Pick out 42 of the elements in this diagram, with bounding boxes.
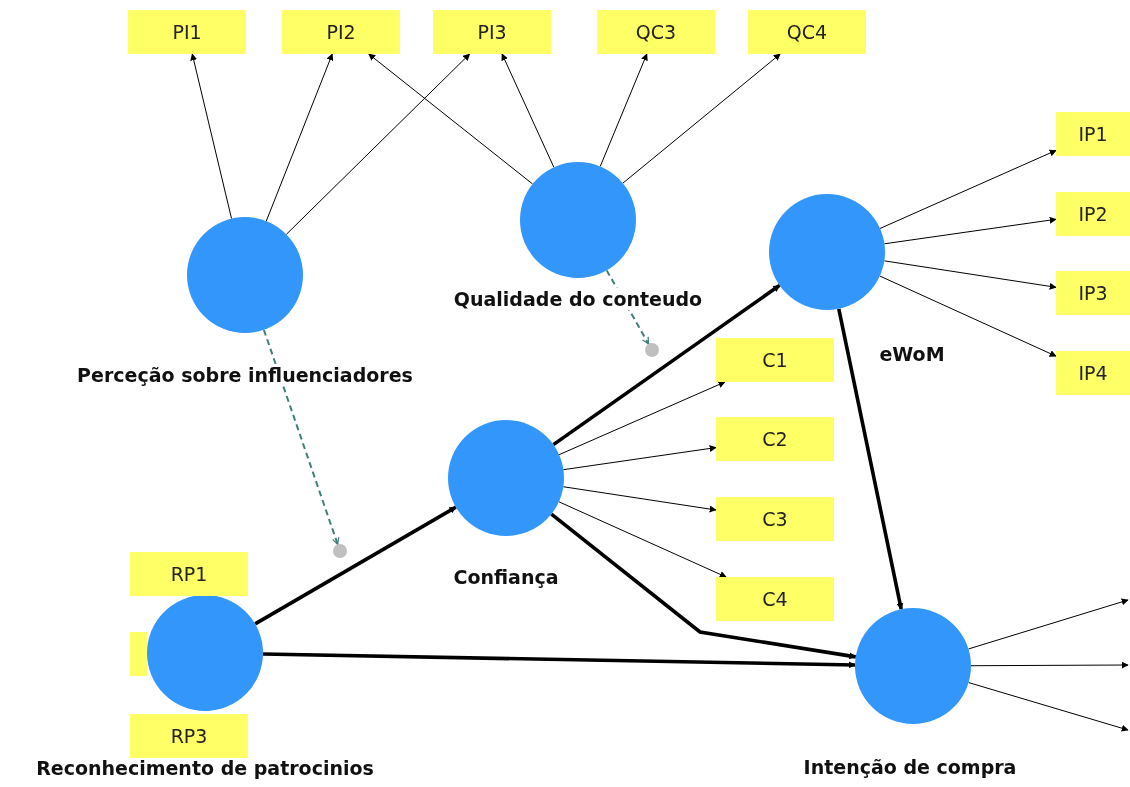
arrow	[501, 53, 555, 168]
construct-label: Qualidade do conteudo	[451, 288, 705, 310]
indicator-box: IP4	[1056, 351, 1130, 395]
arrow	[837, 308, 904, 610]
indicator-box: C2	[716, 417, 834, 461]
indicator-box: QC4	[748, 10, 866, 54]
arrow	[622, 53, 781, 184]
arrow	[967, 598, 1129, 650]
dashed-arrow	[262, 328, 340, 546]
indicator-box: IP1	[1056, 112, 1130, 156]
arrow	[368, 53, 534, 185]
arrow	[879, 149, 1057, 229]
indicator-box: C1	[716, 338, 834, 382]
arrow	[599, 53, 648, 167]
arrow	[552, 283, 781, 447]
indicator-box: C3	[716, 497, 834, 541]
indicator-box: PI1	[128, 10, 246, 54]
indicator-box: RP1	[130, 552, 248, 596]
construct-label: Confiança	[451, 566, 561, 588]
arrow	[558, 501, 727, 578]
arrow	[265, 53, 334, 222]
dashed-arrow	[605, 269, 650, 345]
arrow	[190, 53, 233, 220]
arrow	[285, 53, 471, 235]
indicator-box: QC3	[597, 10, 715, 54]
indicator-box: C4	[716, 577, 834, 621]
indicator-box: IP3	[1056, 271, 1130, 315]
construct-label: Perceção sobre influenciadores	[75, 364, 415, 386]
indicator-box: PI3	[433, 10, 551, 54]
arrow	[558, 381, 726, 456]
arrow	[968, 682, 1129, 732]
arrow	[254, 505, 457, 626]
arrow	[879, 275, 1057, 357]
arrow	[550, 512, 857, 660]
arrow	[562, 445, 717, 471]
arrow	[970, 661, 1129, 669]
indicator-box: PI2	[282, 10, 400, 54]
arrow	[562, 486, 717, 513]
arrow	[262, 652, 856, 669]
indicator-box: IP2	[1056, 192, 1130, 236]
arrow	[883, 260, 1057, 290]
arrow	[883, 216, 1057, 245]
